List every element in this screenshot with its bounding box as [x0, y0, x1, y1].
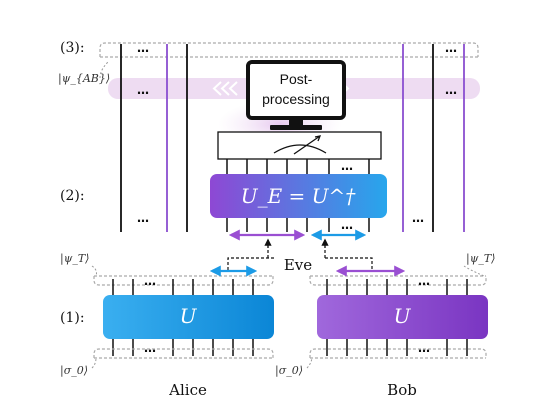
- wire-ellipsis: …: [445, 41, 457, 55]
- wire-ellipsis: …: [137, 211, 149, 225]
- alice-gate-label: U: [180, 304, 198, 328]
- wire-ellipsis: …: [445, 83, 457, 97]
- psi-t-right-label: |ψ_T⟩: [466, 252, 495, 266]
- wire-ellipsis: …: [341, 218, 353, 232]
- eve-gate: [210, 174, 387, 218]
- wire-ellipsis: …: [144, 341, 156, 355]
- eve-label: Eve: [284, 256, 312, 274]
- monitor-line-1: Post-: [280, 71, 313, 87]
- step-3-label: (3):: [60, 40, 85, 56]
- bob-gate-label: U: [394, 304, 412, 328]
- step-1-label: (1):: [60, 310, 85, 326]
- alice-input-wires: [112, 279, 254, 297]
- alice-top-bracket: [93, 276, 274, 286]
- psi-t-left-label: |ψ_T⟩: [60, 252, 89, 266]
- wire-ellipsis: …: [137, 83, 149, 97]
- wire-ellipsis: …: [341, 159, 353, 173]
- alice-output-wires: [112, 339, 254, 356]
- eve-gate-label: U_E = U^†: [241, 184, 357, 208]
- wire-ellipsis: …: [144, 274, 156, 288]
- wire-ellipsis: …: [418, 341, 430, 355]
- monitor-line-2: processing: [262, 91, 330, 107]
- bob-output-wires: [326, 339, 468, 356]
- bob-bottom-bracket: [309, 348, 487, 358]
- state-pointers: [91, 61, 485, 369]
- wire-ellipsis: …: [418, 274, 430, 288]
- bob-gate: [317, 295, 488, 339]
- bob-input-wires: [326, 279, 468, 297]
- bob-label: Bob: [387, 381, 417, 399]
- wires-stage-2-top: [226, 159, 370, 176]
- sigma0-left-label: |σ_0⟩: [60, 364, 88, 378]
- wire-ellipsis: …: [412, 211, 424, 225]
- top-bracket: [99, 42, 479, 57]
- alice-bottom-bracket: [93, 348, 274, 358]
- wires-stage-3: [120, 44, 465, 232]
- wire-ellipsis: …: [137, 41, 149, 55]
- bob-top-bracket: [309, 276, 487, 286]
- monitor-icon: [246, 60, 346, 130]
- alice-gate: [103, 295, 274, 339]
- measurement-box: [217, 131, 382, 160]
- alice-label: Alice: [168, 381, 207, 399]
- psi-ab-label: |ψ_{AB}⟩: [58, 72, 110, 86]
- sigma0-right-label: |σ_0⟩: [275, 364, 303, 378]
- step-2-label: (2):: [60, 188, 85, 204]
- meter-icon: [273, 135, 327, 155]
